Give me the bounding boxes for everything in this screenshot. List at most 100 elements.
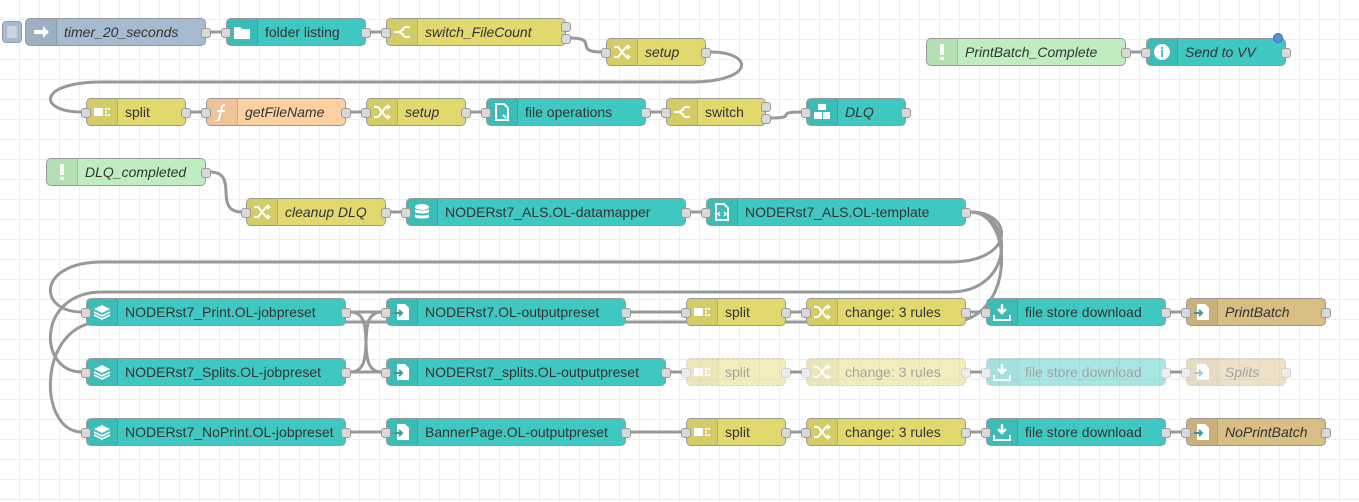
output-port[interactable] [621, 428, 631, 438]
output-port[interactable] [461, 108, 471, 118]
inject-button[interactable] [2, 21, 22, 43]
flow-node-outputpreset[interactable]: NODERst7_splits.OL-outputpreset [381, 358, 671, 386]
input-port[interactable] [801, 308, 811, 318]
input-port[interactable] [1181, 428, 1191, 438]
flow-node-split[interactable]: split [681, 418, 791, 446]
flow-node-split[interactable]: split [81, 98, 191, 126]
flow-node-split[interactable]: split [681, 358, 791, 386]
output-port[interactable] [681, 208, 691, 218]
flow-node-fileop[interactable]: file operations [481, 98, 651, 126]
flow-node-complete[interactable]: PrintBatch_Complete [926, 38, 1131, 66]
input-port[interactable] [381, 428, 391, 438]
flow-node-change[interactable]: setup [361, 98, 471, 126]
output-port[interactable] [621, 308, 631, 318]
flow-node-outputpreset[interactable]: BannerPage.OL-outputpreset [381, 418, 631, 446]
output-port[interactable] [561, 22, 571, 32]
input-port[interactable] [681, 428, 691, 438]
wire[interactable] [209, 170, 243, 214]
input-port[interactable] [681, 308, 691, 318]
output-port[interactable] [341, 308, 351, 318]
flow-node-change[interactable]: change: 3 rules [801, 298, 971, 326]
wire[interactable] [48, 210, 1004, 314]
output-port[interactable] [961, 208, 971, 218]
input-port[interactable] [801, 428, 811, 438]
input-port[interactable] [381, 308, 391, 318]
input-port[interactable] [701, 208, 711, 218]
flow-node-split[interactable]: split [681, 298, 791, 326]
wire[interactable] [349, 310, 383, 374]
flow-node-complete[interactable]: DLQ_completed [46, 158, 211, 186]
input-port[interactable] [241, 208, 251, 218]
output-port[interactable] [901, 108, 911, 118]
flow-node-change[interactable]: change: 3 rules [801, 358, 971, 386]
output-port[interactable] [1321, 428, 1331, 438]
output-port[interactable] [181, 108, 191, 118]
flow-node-change[interactable]: cleanup DLQ [241, 198, 391, 226]
output-port[interactable] [201, 168, 211, 178]
output-port[interactable] [701, 48, 711, 58]
output-port[interactable] [761, 114, 771, 124]
output-port[interactable] [341, 368, 351, 378]
output-port[interactable] [781, 428, 791, 438]
output-port[interactable] [341, 108, 351, 118]
flow-node-datamapper[interactable]: NODERst7_ALS.OL-datamapper [401, 198, 691, 226]
output-port[interactable] [961, 308, 971, 318]
input-port[interactable] [661, 108, 671, 118]
input-port[interactable] [801, 108, 811, 118]
wire[interactable] [769, 110, 803, 120]
flow-node-function[interactable]: getFileName [201, 98, 351, 126]
flow-node-download[interactable]: file store download [981, 298, 1171, 326]
input-port[interactable] [681, 368, 691, 378]
flow-node-download[interactable]: file store download [981, 358, 1171, 386]
output-port[interactable] [781, 368, 791, 378]
output-port[interactable] [1161, 428, 1171, 438]
flow-node-linkout[interactable]: NoPrintBatch [1181, 418, 1331, 446]
flow-node-change[interactable]: setup [601, 38, 711, 66]
input-port[interactable] [981, 368, 991, 378]
wire[interactable] [349, 310, 383, 374]
output-port[interactable] [661, 368, 671, 378]
flow-node-jobpreset[interactable]: NODERst7_Splits.OL-jobpreset [81, 358, 351, 386]
input-port[interactable] [801, 368, 811, 378]
flow-node-template[interactable]: NODERst7_ALS.OL-template [701, 198, 971, 226]
output-port[interactable] [561, 34, 571, 44]
input-port[interactable] [601, 48, 611, 58]
output-port[interactable] [641, 108, 651, 118]
output-port[interactable] [1281, 368, 1291, 378]
input-port[interactable] [981, 428, 991, 438]
flow-node-switch[interactable]: switch_FileCount [381, 18, 571, 46]
flow-node-outputpreset[interactable]: NODERst7.OL-outputpreset [381, 298, 631, 326]
wire[interactable] [569, 36, 603, 54]
input-port[interactable] [81, 308, 91, 318]
input-port[interactable] [201, 108, 211, 118]
flow-node-jobpreset[interactable]: NODERst7_NoPrint.OL-jobpreset [81, 418, 351, 446]
input-port[interactable] [381, 368, 391, 378]
output-port[interactable] [1161, 308, 1171, 318]
input-port[interactable] [1181, 308, 1191, 318]
output-port[interactable] [381, 208, 391, 218]
flow-node-download[interactable]: file store download [981, 418, 1171, 446]
output-port[interactable] [201, 28, 211, 38]
wire[interactable] [49, 210, 1003, 374]
input-port[interactable] [981, 308, 991, 318]
flow-node-change[interactable]: change: 3 rules [801, 418, 971, 446]
output-port[interactable] [761, 102, 771, 112]
flow-node-jobpreset[interactable]: NODERst7_Print.OL-jobpreset [81, 298, 351, 326]
input-port[interactable] [221, 28, 231, 38]
input-port[interactable] [1181, 368, 1191, 378]
output-port[interactable] [1121, 48, 1131, 58]
input-port[interactable] [81, 368, 91, 378]
output-port[interactable] [361, 28, 371, 38]
flow-node-info[interactable]: Send to VV [1141, 33, 1291, 66]
input-port[interactable] [401, 208, 411, 218]
output-port[interactable] [961, 368, 971, 378]
output-port[interactable] [1161, 368, 1171, 378]
input-port[interactable] [81, 428, 91, 438]
input-port[interactable] [81, 108, 91, 118]
input-port[interactable] [1141, 48, 1151, 58]
output-port[interactable] [341, 428, 351, 438]
flow-node-folder[interactable]: folder listing [221, 18, 371, 46]
flow-node-inject[interactable]: timer_20_seconds [2, 18, 211, 46]
flow-node-linkout[interactable]: Splits [1181, 358, 1291, 386]
flow-node-link[interactable]: DLQ [801, 98, 911, 126]
